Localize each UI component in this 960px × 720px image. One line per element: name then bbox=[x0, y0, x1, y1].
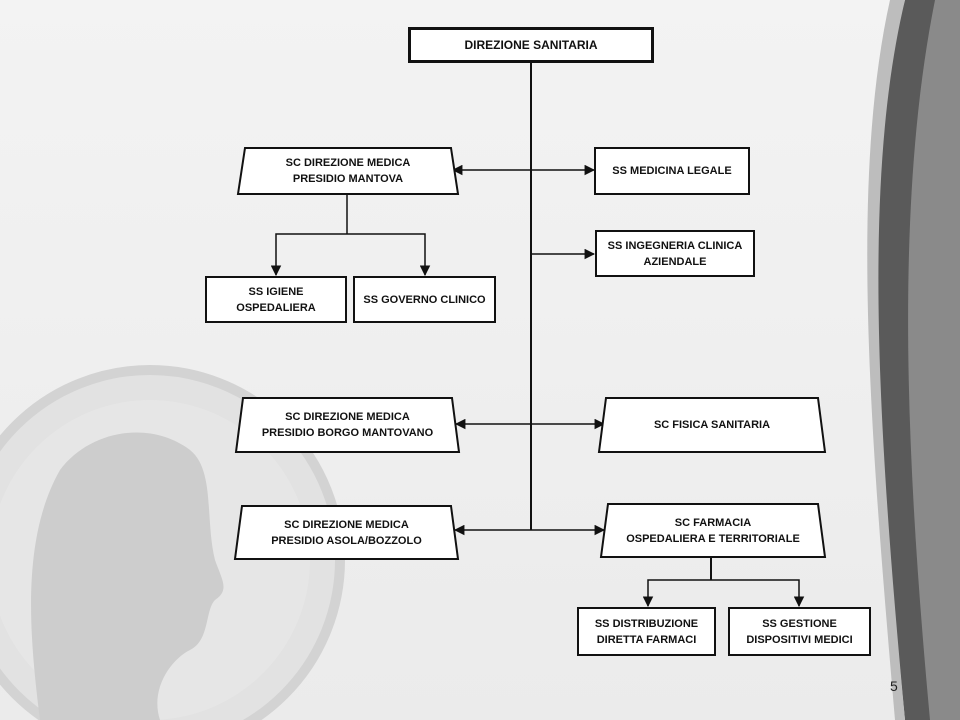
node-label: SC FARMACIA OSPEDALIERA E TERRITORIALE bbox=[626, 516, 800, 545]
node-ss-ingegneria-clinica: SS INGEGNERIA CLINICA AZIENDALE bbox=[595, 230, 755, 277]
link-distribuzione bbox=[642, 579, 711, 608]
node-ss-governo-clinico: SS GOVERNO CLINICO bbox=[353, 276, 496, 323]
node-direzione-sanitaria: DIREZIONE SANITARIA bbox=[408, 27, 654, 63]
trapezoid-shape bbox=[599, 503, 827, 558]
trapezoid-shape bbox=[236, 147, 460, 195]
node-sc-farmacia: SC FARMACIA OSPEDALIERA E TERRITORIALE bbox=[599, 503, 827, 558]
node-label: SC FISICA SANITARIA bbox=[653, 419, 771, 431]
node-sc-direzione-medica-asola: SC DIREZIONE MEDICA PRESIDIO ASOLA/BOZZO… bbox=[233, 505, 460, 560]
node-ss-medicina-legale: SS MEDICINA LEGALE bbox=[594, 147, 750, 195]
trapezoid-shape bbox=[234, 397, 461, 453]
node-label: SC DIREZIONE MEDICA PRESIDIO MANTOVA bbox=[285, 157, 411, 185]
node-sc-direzione-medica-mantova: SC DIREZIONE MEDICA PRESIDIO MANTOVA bbox=[236, 147, 460, 195]
node-label: SC DIREZIONE MEDICA PRESIDIO BORGO MANTO… bbox=[261, 411, 434, 439]
node-sc-fisica-sanitaria: SC FISICA SANITARIA bbox=[597, 397, 827, 453]
page-number: 5 bbox=[890, 678, 898, 694]
swoosh-mid bbox=[908, 0, 960, 720]
link-gestione bbox=[711, 579, 805, 608]
node-ss-igiene-ospedaliera: SS IGIENE OSPEDALIERA bbox=[205, 276, 347, 323]
medallion-portrait bbox=[31, 432, 224, 720]
trapezoid-shape bbox=[597, 397, 827, 453]
node-sc-direzione-medica-borgo: SC DIREZIONE MEDICA PRESIDIO BORGO MANTO… bbox=[234, 397, 461, 453]
trapezoid-shape bbox=[233, 505, 460, 560]
swoosh-light bbox=[867, 0, 905, 720]
node-ss-gestione-dispositivi: SS GESTIONE DISPOSITIVI MEDICI bbox=[728, 607, 871, 656]
node-label: SC DIREZIONE MEDICA PRESIDIO ASOLA/BOZZO… bbox=[271, 518, 422, 547]
node-ss-distribuzione-diretta: SS DISTRIBUZIONE DIRETTA FARMACI bbox=[577, 607, 716, 656]
link-governo bbox=[347, 233, 431, 277]
link-igiene bbox=[270, 233, 347, 277]
